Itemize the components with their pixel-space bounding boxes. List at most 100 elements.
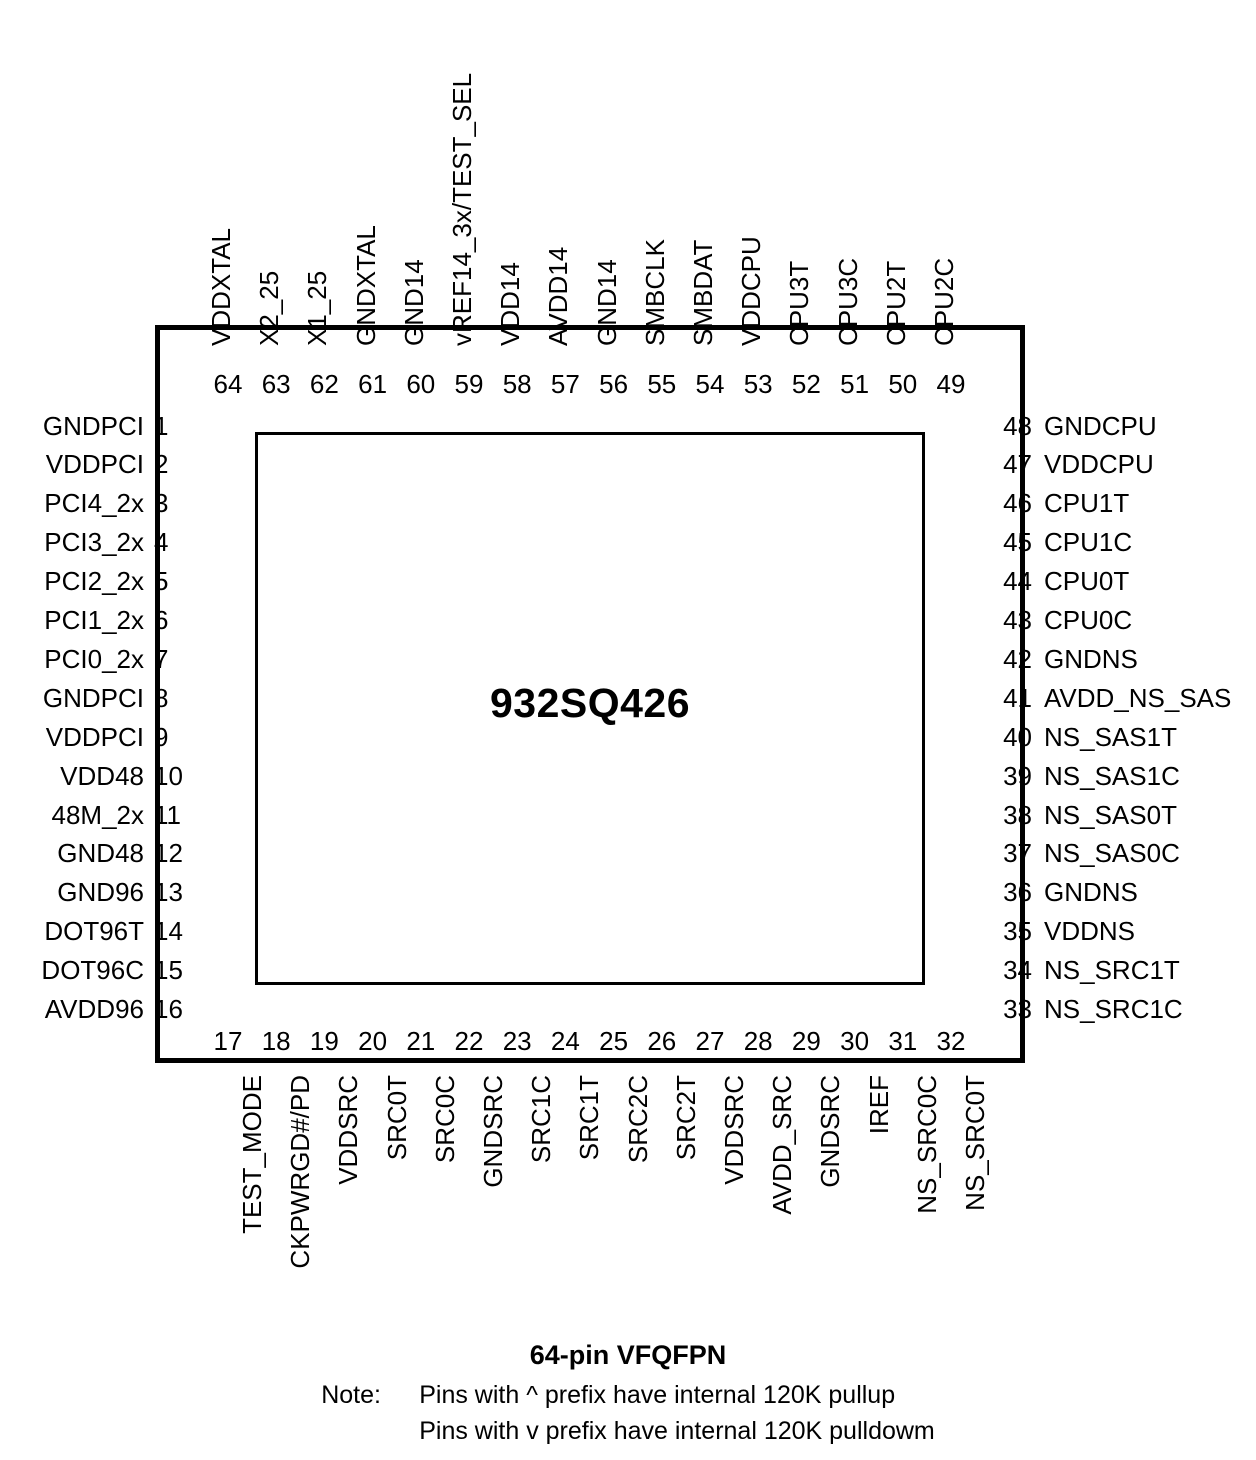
pin-number-41: 41 [1003,682,1032,713]
pin-number-10: 10 [154,760,183,791]
pin-number-22: 22 [454,1026,484,1056]
pin-number-21: 21 [406,1026,436,1056]
pin-label-44: CPU0T [1044,566,1130,597]
pin-label-60: GND14 [398,259,429,346]
pin-label-30: IREF [863,1075,894,1135]
pin-number-5: 5 [154,566,169,597]
pin-number-26: 26 [647,1026,677,1056]
note-line-1: Note: Pins with ^ prefix have internal 1… [321,1377,935,1413]
pin-label-21: SRC0C [429,1075,460,1164]
pin-number-24: 24 [550,1026,580,1056]
pin-number-48: 48 [1003,410,1032,441]
pin-label-56: GND14 [591,259,622,346]
pin-number-13: 13 [154,877,183,908]
pin-number-32: 32 [936,1026,966,1056]
pin-label-58: VDD14 [495,262,526,346]
pin-row-43: 43 CPU0C [980,604,1256,638]
pin-label-54: SMBDAT [688,239,718,346]
package-die-outline [255,432,925,985]
pin-number-16: 16 [154,994,183,1024]
note-tag-spacer [321,1413,419,1449]
pin-label-49: CPU2C [929,257,959,346]
pin-number-54: 54 [695,369,725,399]
notes-block: Note: Pins with ^ prefix have internal 1… [321,1377,935,1450]
pin-number-58: 58 [502,369,532,399]
pin-label-24: SRC1T [574,1075,605,1161]
pin-number-33: 33 [1003,994,1032,1024]
pin-label-19: VDDSRC [333,1075,364,1185]
pin-label-46: CPU1T [1044,488,1130,519]
pin-number-29: 29 [791,1026,821,1056]
pin-label-4: PCI3_2x [44,527,144,558]
pin-label-55: SMBCLK [639,239,670,346]
pin-number-53: 53 [743,369,773,399]
pin-label-10: VDD48 [60,760,144,791]
note-text-pullup: Pins with ^ prefix have internal 120K pu… [419,1381,896,1409]
pin-number-40: 40 [1003,721,1032,752]
pin-row-33: 33 NS_SRC1C [980,993,1256,1027]
pin-number-17: 17 [213,1026,243,1056]
pin-row-44: 44 CPU0T [980,565,1256,599]
pin-label-52: CPU3T [784,260,815,346]
pin-number-43: 43 [1003,605,1032,635]
pin-label-33: NS_SRC1C [1044,994,1183,1024]
pin-number-25: 25 [599,1026,629,1056]
pin-label-34: NS_SRC1T [1044,955,1180,986]
pin-number-7: 7 [154,643,169,674]
note-text-pulldown: Pins with v prefix have internal 120K pu… [419,1417,935,1446]
pin-row-47: 47 VDDCPU [980,448,1256,482]
pin-number-49: 49 [936,369,966,399]
pin-label-43: CPU0C [1044,605,1133,635]
pin-label-50: CPU2T [880,260,911,346]
pin-number-51: 51 [840,369,870,399]
pin-number-50: 50 [888,369,918,399]
pin-number-6: 6 [154,605,169,635]
pin-row-13: GND96 13 [0,876,190,910]
note-line-2: Pins with v prefix have internal 120K pu… [321,1413,935,1449]
pin-number-47: 47 [1003,449,1032,480]
pin-label-11: 48M_2x [51,799,145,830]
pin-label-32: NS_SRC0T [960,1075,990,1211]
pin-label-8: GNDPCI [42,682,144,713]
pin-label-13: GND96 [57,877,144,908]
pin-label-17: TEST_MODE [237,1075,267,1234]
pin-label-64: VDDXTAL [206,228,236,346]
pin-label-23: SRC1C [526,1075,557,1164]
pin-number-30: 30 [840,1026,870,1056]
diagram-footer: 64-pin VFQFPN Note: Pins with ^ prefix h… [0,1340,1256,1455]
pin-number-14: 14 [154,916,183,947]
pin-number-18: 18 [261,1026,291,1056]
pin-label-61: GNDXTAL [350,225,381,346]
pin-label-37: NS_SAS0C [1044,838,1180,869]
pin-label-35: VDDNS [1044,916,1136,947]
pin-label-15: DOT96C [41,955,144,986]
pin-label-59: vREF14_3x/TEST_SEL [447,72,477,346]
pin-number-60: 60 [406,369,436,399]
pin-number-3: 3 [154,488,169,519]
pin-row-10: VDD48 10 [0,759,190,793]
pin-label-36: GNDNS [1044,877,1138,908]
pin-number-4: 4 [154,527,169,558]
pin-label-62: X1_25 [302,270,333,346]
pin-label-47: VDDCPU [1044,449,1154,480]
pin-number-38: 38 [1003,799,1032,830]
pin-number-42: 42 [1003,643,1032,674]
pin-number-39: 39 [1003,760,1032,791]
pin-label-41: AVDD_NS_SAS [1044,682,1232,713]
pin-number-44: 44 [1003,566,1032,597]
pin-label-39: NS_SAS1C [1044,760,1180,791]
